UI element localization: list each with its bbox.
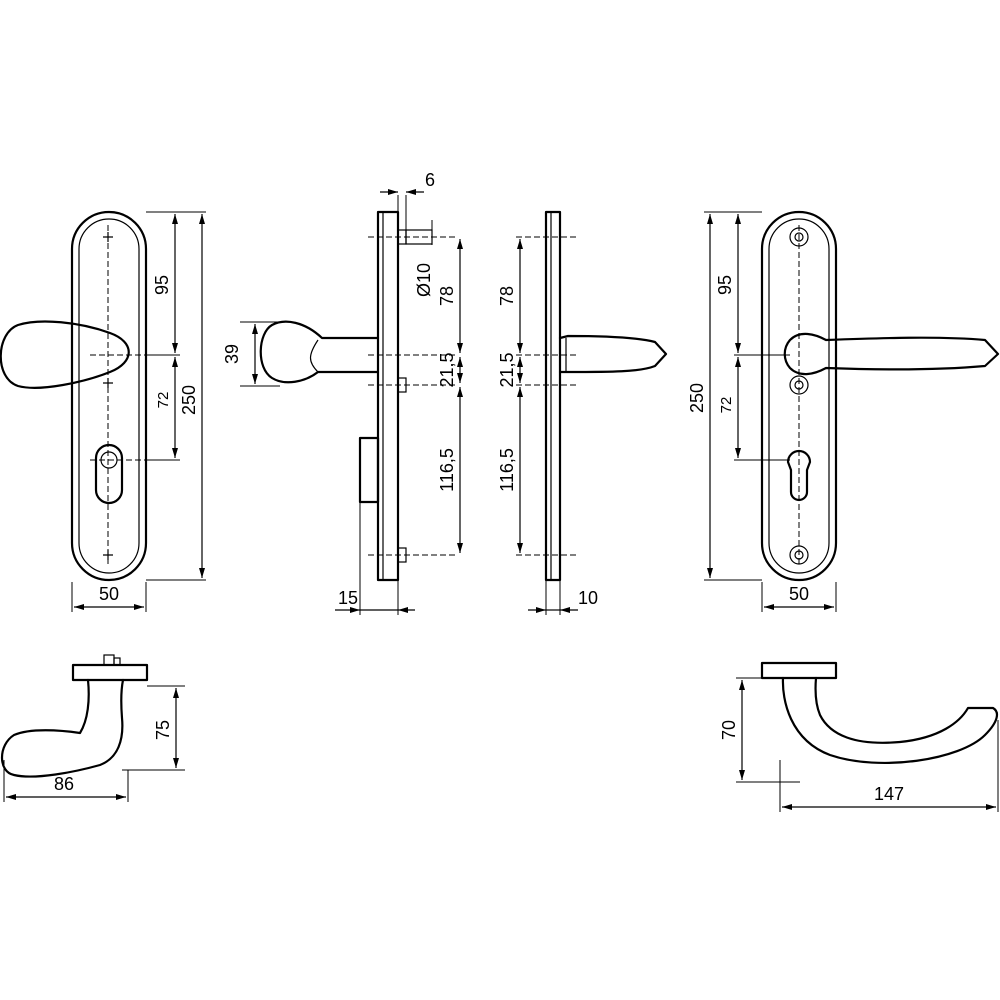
top-view-knob: 75 86 [0,654,185,802]
dim-86: 86 [54,774,74,794]
dim-39: 39 [222,344,242,364]
lock-case-stub [358,436,380,504]
rose-right [760,661,838,680]
dim-72-left: 72 [155,392,172,409]
lever-handle-top [781,676,999,764]
side-plate-right [544,210,562,582]
cylinder-cutout-right [786,449,812,502]
dim-6: 6 [425,170,435,190]
dim-21-5-left: 21,5 [437,352,457,387]
front-view-left: 95 72 250 50 [0,210,206,612]
side-view-right: 78 21,5 116,5 10 [497,210,668,615]
backplate-right-inner [768,218,830,574]
backplate-right-outer [760,210,838,582]
front-view-right: 95 72 250 50 [687,210,1000,612]
knob-handle-front [0,320,130,389]
dim-diameter-10: Ø10 [414,263,434,297]
dim-78-left: 78 [437,286,457,306]
dim-50-right: 50 [789,584,809,604]
dim-15: 15 [338,588,358,608]
dim-147: 147 [874,784,904,804]
lever-handle-front [783,332,1000,376]
dim-95-left: 95 [152,275,172,295]
dim-21-5-right: 21,5 [497,352,517,387]
backplate-outer [70,210,148,582]
dim-116-5-left: 116,5 [437,448,457,492]
dim-50-left: 50 [99,584,119,604]
dim-250-right: 250 [687,383,707,413]
dim-116-5-right: 116,5 [497,448,517,492]
backplate-inner [78,218,140,574]
lever-handle-side [558,334,668,374]
dim-250-left: 250 [179,385,199,415]
dim-72-right: 72 [718,397,735,414]
rose-left [71,663,149,682]
dim-78-right: 78 [497,286,517,306]
cylinder-cutout [94,443,124,505]
side-view-left: 39 6 Ø10 78 21,5 116,5 15 [222,170,463,615]
top-view-lever: 70 147 [719,661,999,812]
side-plate-left [376,210,400,582]
dim-95-right: 95 [715,275,735,295]
knob-handle-top [0,678,125,778]
dim-75: 75 [153,720,173,740]
dim-70: 70 [719,720,739,740]
dim-10: 10 [578,588,598,608]
knob-handle-side [259,320,380,384]
